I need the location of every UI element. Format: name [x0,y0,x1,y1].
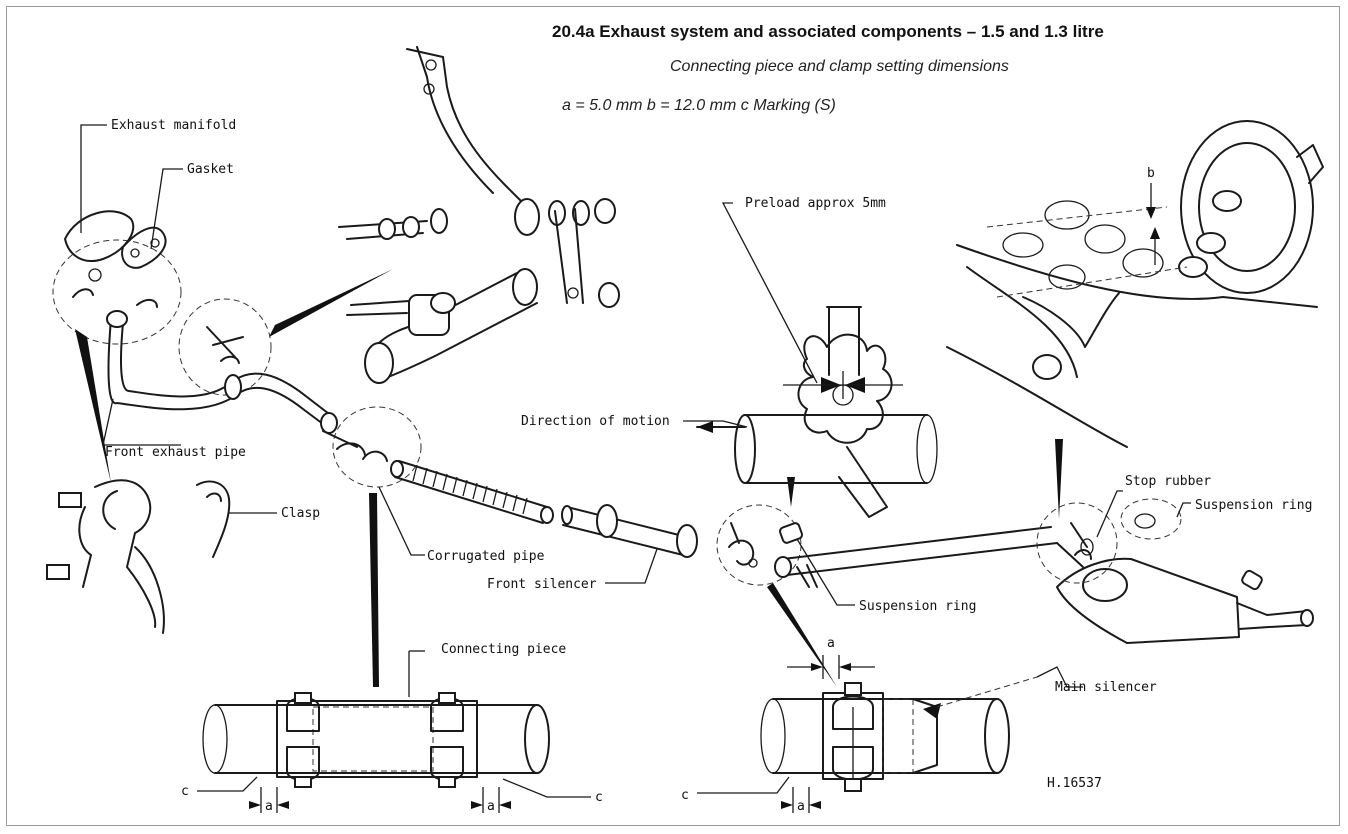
figure-title: 20.4a Exhaust system and associated comp… [552,22,1104,41]
clasp-detail: Clasp [46,479,320,634]
pointer-wedge-3 [369,493,379,687]
pointer-wedge-4 [767,583,837,687]
label-suspension-ring-center: Suspension ring [859,599,976,614]
marker-c-right: c [681,788,689,803]
figure-subtitle: Connecting piece and clamp setting dimen… [670,58,1009,75]
center-hanger: Suspension ring [716,504,1058,614]
label-gasket: Gasket [187,162,234,177]
pointer-wedge-2 [75,329,111,483]
gasket-leader: Gasket [150,162,234,250]
front-exhaust-pipe: Front exhaust pipe [102,310,338,460]
marker-c-middle: c [595,790,603,805]
corrugated-pipe: Corrugated pipe [322,406,554,564]
pointer-wedge-1 [269,269,393,337]
label-preload: Preload approx 5mm [745,196,886,211]
pointer-wedge-6 [1055,439,1063,519]
label-connecting-piece: Connecting piece [441,642,566,657]
label-stop-rubber: Stop rubber [1125,474,1211,489]
preload-detail: Preload approx 5mm Direction of motion [521,196,938,518]
manifold-detail [52,210,182,345]
manifold-leader: Exhaust manifold [80,118,236,233]
hanger-bracket [338,46,620,384]
exhaust-diagram: 20.4a Exhaust system and associated comp… [46,22,1324,814]
connecting-piece-diagram: Connecting piece a c a c [181,642,603,814]
marker-a-middle: a [487,799,495,814]
pointer-wedge-5 [787,477,795,507]
main-silencer: Stop rubber Suspension ring [1036,474,1314,644]
marker-a-left: a [265,799,273,814]
label-front-exhaust-pipe: Front exhaust pipe [105,445,246,460]
marker-a-top: a [827,636,835,651]
underbody-detail: b [946,120,1324,448]
figure-frame: 20.4a Exhaust system and associated comp… [6,6,1340,826]
label-main-silencer: Main silencer [1055,680,1157,695]
label-corrugated-pipe: Corrugated pipe [427,549,545,564]
figure-reference: H.16537 [1047,776,1102,791]
marker-a-right: a [797,799,805,814]
label-direction-of-motion: Direction of motion [521,414,670,429]
label-front-silencer: Front silencer [487,577,597,592]
flange-detail [178,298,272,396]
label-exhaust-manifold: Exhaust manifold [111,118,236,133]
marker-c-left: c [181,784,189,799]
label-clasp: Clasp [281,506,320,521]
marker-b: b [1147,166,1155,181]
label-suspension-ring-right: Suspension ring [1195,498,1312,513]
clamp-diagram: a a c Main silencer [681,636,1157,814]
dimensions-note: a = 5.0 mm b = 12.0 mm c Marking (S) [562,97,836,114]
front-silencer: Front silencer [487,504,698,592]
